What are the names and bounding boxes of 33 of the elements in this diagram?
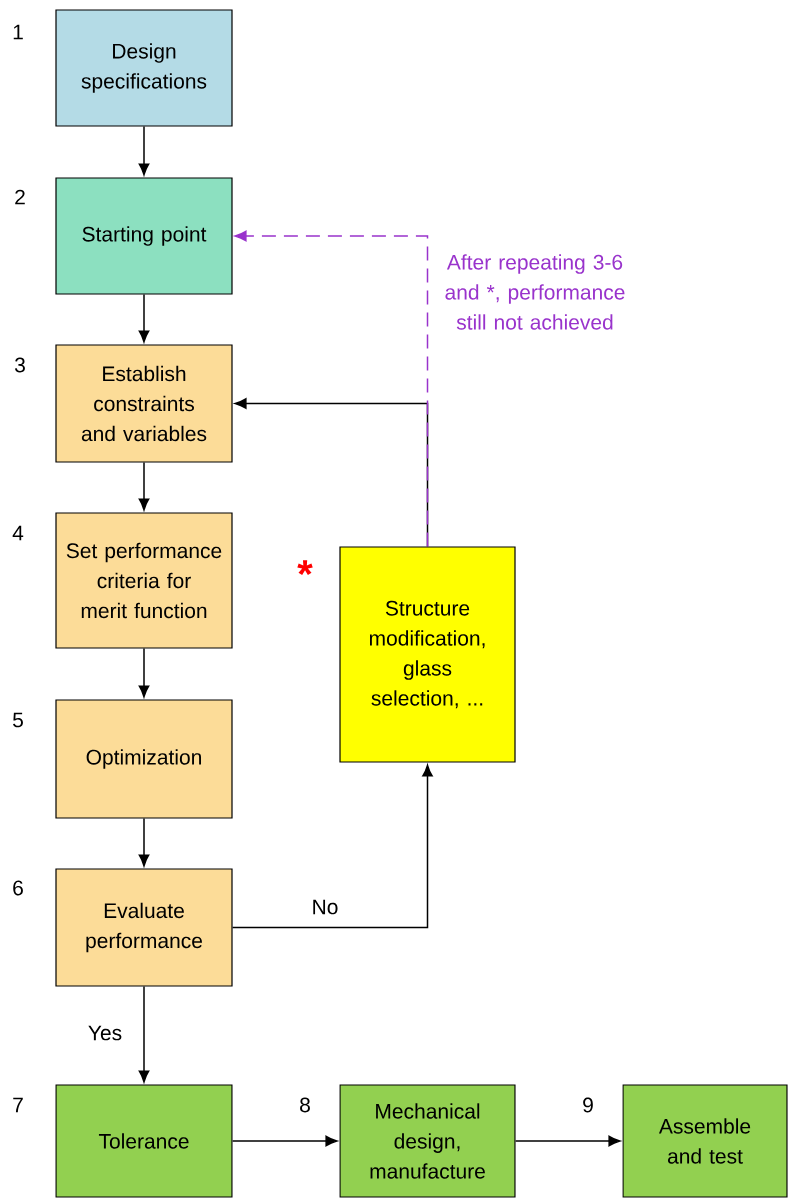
edge-label: No <box>309 897 341 917</box>
arrow <box>138 293 150 343</box>
arrow <box>514 1135 621 1147</box>
process-box: Evaluate performance <box>55 868 233 987</box>
arrow <box>138 125 150 176</box>
arrow <box>138 985 150 1083</box>
step-number: 2 <box>15 189 25 205</box>
step-number: 1 <box>13 24 23 40</box>
edge-label: Yes <box>85 1023 125 1043</box>
arrow <box>234 230 429 548</box>
process-box: Mechanical design, manufacture <box>339 1084 516 1198</box>
process-box: Structure modification, glass selection, ... <box>339 546 516 763</box>
step-number: 9 <box>583 1097 593 1113</box>
asterisk-mark: * <box>297 560 313 576</box>
step-number: 4 <box>12 525 24 541</box>
edge-label: After repeating 3-6 and *, performance still not achieved <box>433 252 637 332</box>
arrow <box>231 1135 338 1147</box>
arrow <box>138 647 150 698</box>
step-number: 5 <box>13 712 23 728</box>
process-box: Establish constraints and variables <box>55 344 233 463</box>
step-number: 6 <box>13 880 23 896</box>
arrow <box>231 764 433 929</box>
process-box: Assemble and test <box>622 1084 788 1198</box>
process-box: Starting point <box>55 177 233 295</box>
step-number: 3 <box>14 357 25 373</box>
process-box: Design specifications <box>55 9 233 127</box>
arrow <box>138 461 150 511</box>
process-box: Tolerance <box>55 1084 233 1198</box>
arrow <box>138 817 150 867</box>
process-box: Optimization <box>55 699 233 819</box>
step-number: 7 <box>13 1097 23 1113</box>
step-number: 8 <box>300 1097 310 1113</box>
process-box: Set performance criteria for merit function <box>55 512 233 649</box>
